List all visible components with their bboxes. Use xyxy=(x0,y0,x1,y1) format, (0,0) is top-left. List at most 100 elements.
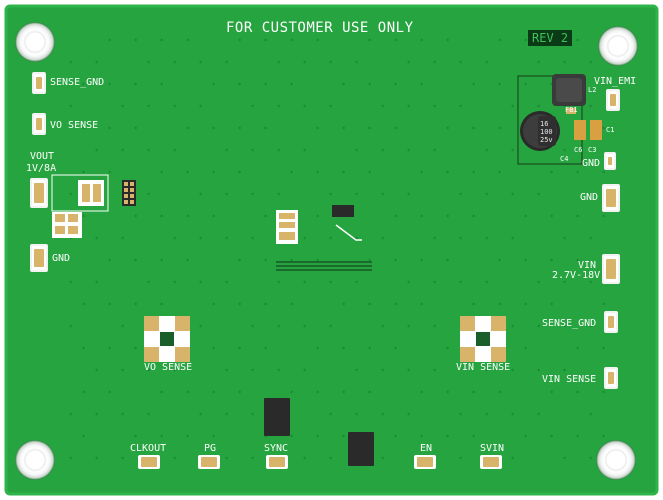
via xyxy=(212,390,215,394)
vo-sense-test-pad[interactable] xyxy=(144,316,190,362)
via xyxy=(160,82,163,86)
pg-terminal[interactable] xyxy=(198,455,220,469)
via xyxy=(173,456,176,460)
via xyxy=(303,148,306,152)
via xyxy=(394,82,397,86)
via xyxy=(576,258,579,262)
via xyxy=(316,126,319,130)
via xyxy=(303,280,306,284)
gnd-right-terminal[interactable] xyxy=(602,184,620,212)
vout-terminal[interactable] xyxy=(30,178,48,208)
via xyxy=(160,38,163,42)
vin-sense-test-pad[interactable] xyxy=(460,316,506,362)
en-terminal[interactable] xyxy=(414,455,436,469)
via xyxy=(316,170,319,174)
via xyxy=(69,324,72,328)
via xyxy=(199,412,202,416)
via xyxy=(212,82,215,86)
svin-terminal[interactable] xyxy=(480,455,502,469)
via xyxy=(69,192,72,196)
via xyxy=(511,192,514,196)
via xyxy=(160,302,163,306)
en-label: EN xyxy=(420,443,433,454)
via xyxy=(225,456,228,460)
via xyxy=(524,82,527,86)
center-ic-area xyxy=(276,205,372,271)
via xyxy=(537,324,540,328)
svin-label: SVIN xyxy=(480,443,505,454)
output-cap-pad xyxy=(55,226,65,234)
via xyxy=(186,38,189,42)
via xyxy=(381,236,384,240)
via xyxy=(485,60,488,64)
via xyxy=(446,346,449,350)
via xyxy=(147,192,150,196)
via xyxy=(316,258,319,262)
via xyxy=(342,170,345,174)
vin-sense-right-terminal[interactable] xyxy=(604,367,618,389)
via xyxy=(82,302,85,306)
via xyxy=(602,346,605,350)
via xyxy=(407,280,410,284)
via xyxy=(511,368,514,372)
via xyxy=(95,456,98,460)
sense-gnd-left-terminal[interactable] xyxy=(32,72,46,94)
via xyxy=(303,456,306,460)
sync-header[interactable] xyxy=(264,398,290,436)
vin-terminal[interactable] xyxy=(602,254,620,284)
mounting-hole-bottom-left xyxy=(15,440,55,480)
via xyxy=(368,258,371,262)
via xyxy=(121,236,124,240)
en-header[interactable] xyxy=(348,432,374,466)
via xyxy=(537,192,540,196)
via xyxy=(407,412,410,416)
via xyxy=(524,258,527,262)
via xyxy=(602,302,605,306)
via xyxy=(602,214,605,218)
via xyxy=(238,390,241,394)
gnd-left-terminal[interactable] xyxy=(30,244,48,272)
via xyxy=(459,280,462,284)
via xyxy=(212,434,215,438)
via xyxy=(446,170,449,174)
via xyxy=(329,192,332,196)
fb1-label: FB1 xyxy=(565,106,578,114)
via xyxy=(160,214,163,218)
via xyxy=(225,280,228,284)
via xyxy=(576,390,579,394)
via xyxy=(303,60,306,64)
via xyxy=(160,390,163,394)
via xyxy=(550,214,553,218)
via xyxy=(602,126,605,130)
via xyxy=(264,214,267,218)
clkout-terminal[interactable] xyxy=(138,455,160,469)
via xyxy=(147,148,150,152)
via xyxy=(589,412,592,416)
via xyxy=(82,170,85,174)
mounting-hole-bottom-right xyxy=(596,440,636,480)
via xyxy=(160,170,163,174)
via xyxy=(550,434,553,438)
vin-emi-terminal[interactable] xyxy=(606,89,620,111)
via xyxy=(173,148,176,152)
via xyxy=(381,456,384,460)
via xyxy=(134,302,137,306)
sense-gnd-right-terminal[interactable] xyxy=(604,311,618,333)
via xyxy=(290,302,293,306)
via xyxy=(134,38,137,42)
via xyxy=(420,170,423,174)
via xyxy=(446,434,449,438)
via xyxy=(342,126,345,130)
via xyxy=(173,104,176,108)
via xyxy=(407,324,410,328)
via xyxy=(199,324,202,328)
sync-terminal[interactable] xyxy=(266,455,288,469)
gnd-right-small-terminal[interactable] xyxy=(604,152,616,170)
via xyxy=(199,192,202,196)
via xyxy=(290,170,293,174)
via xyxy=(433,280,436,284)
via xyxy=(303,368,306,372)
via xyxy=(147,60,150,64)
via xyxy=(251,324,254,328)
vo-sense-left-terminal[interactable] xyxy=(32,113,46,135)
